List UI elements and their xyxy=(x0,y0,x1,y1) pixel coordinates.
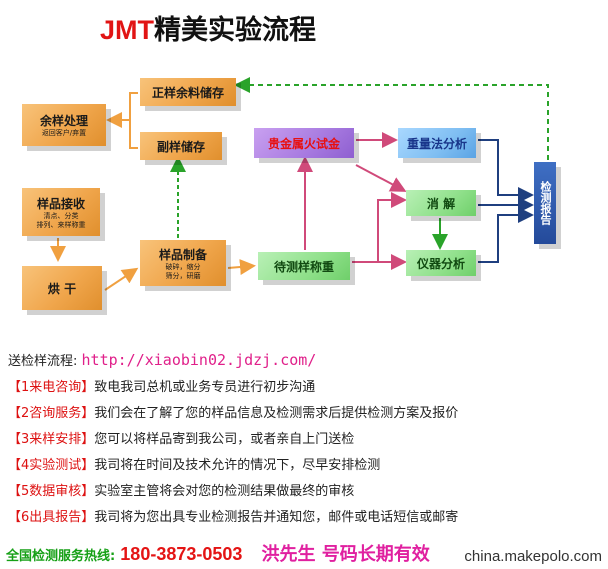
instrument-box: 仪器分析 xyxy=(406,250,476,276)
instrument-to-report-arrow xyxy=(478,207,534,263)
gravimetric-to-report-arrow xyxy=(478,139,534,203)
digest-box: 消 解 xyxy=(406,190,476,216)
leftover-label: 余样处理 xyxy=(39,114,88,128)
duplicate-label: 副样储存 xyxy=(156,139,205,154)
prep-box: 样品制备 破碎，缩分 筛分，研磨 xyxy=(140,240,226,286)
retained-box: 正样余料储存 xyxy=(140,78,236,106)
step-row: 【6出具报告】我司将为您出具专业检测报告并通知您，邮件或电话短信或邮寄 xyxy=(8,506,458,525)
leftover-sub: 返回客户/弃置 xyxy=(41,129,87,137)
step-text: 致电我司总机或业务专员进行初步沟通 xyxy=(94,380,316,395)
step-text: 您可以将样品寄到我公司，或者亲自上门送检 xyxy=(94,432,355,447)
fire-assay-box: 贵金属火试金 xyxy=(254,128,354,158)
title-brand: JMT xyxy=(100,15,154,45)
weigh-box: 待测样称重 xyxy=(258,252,350,280)
duplicate-box: 副样储存 xyxy=(140,132,222,160)
hotline-contact: 洪先生 号码长期有效 xyxy=(261,544,430,565)
leftover-box: 余样处理 返回客户/弃置 xyxy=(22,104,106,146)
step-text: 我们会在了解了您的样品信息及检测需求后提供检测方案及报价 xyxy=(94,406,459,421)
weigh-to-digest-arrow xyxy=(352,192,407,263)
prep-sub2: 筛分，研磨 xyxy=(165,271,201,280)
dry-label: 烘 干 xyxy=(47,281,77,296)
title-text: 精美实验流程 xyxy=(154,15,316,46)
page-title: JMT精美实验流程 xyxy=(100,8,316,47)
step-tag: 【5数据审核】 xyxy=(8,484,95,499)
receive-box: 样品接收 清点、分类 排列、来样称重 xyxy=(22,188,100,236)
step-row: 【3来样安排】您可以将样品寄到我公司，或者亲自上门送检 xyxy=(8,428,354,447)
retained-label: 正样余料储存 xyxy=(151,85,224,100)
fire-assay-label: 贵金属火试金 xyxy=(267,136,340,151)
step-row: 【5数据审核】实验室主管将会对您的检测结果做最终的审核 xyxy=(8,480,354,499)
url-row: 送检样流程: http://xiaobin02.jdzj.com/ xyxy=(8,350,316,369)
step-row: 【4实验测试】我司将在时间及技术允许的情况下，尽早安排检测 xyxy=(8,454,380,473)
step-tag: 【1来电咨询】 xyxy=(8,380,95,395)
flow-arrows xyxy=(50,77,549,291)
step-row: 【2咨询服务】我们会在了解了您的样品信息及检测需求后提供检测方案及报价 xyxy=(8,402,458,421)
receive-sub1: 清点、分类 xyxy=(43,211,79,220)
report-box: 检测报告 xyxy=(534,162,556,244)
hotline-label: 全国检测服务热线: xyxy=(6,549,116,564)
dry-to-prep-arrow xyxy=(104,267,139,291)
dry-box: 烘 干 xyxy=(22,266,102,310)
hotline: 全国检测服务热线: 180-3873-0503 洪先生 号码长期有效 xyxy=(6,540,430,566)
step-tag: 【4实验测试】 xyxy=(8,458,95,473)
prep-label: 样品制备 xyxy=(158,247,207,262)
step-tag: 【6出具报告】 xyxy=(8,510,95,525)
step-tag: 【3来样安排】 xyxy=(8,432,95,447)
step-row: 【1来电咨询】致电我司总机或业务专员进行初步沟通 xyxy=(8,376,315,395)
step-tag: 【2咨询服务】 xyxy=(8,406,95,421)
company-url-link[interactable]: http://xiaobin02.jdzj.com/ xyxy=(81,351,317,369)
weigh-label: 待测样称重 xyxy=(273,259,334,274)
receive-sub2: 排列、来样称重 xyxy=(36,220,86,229)
gravimetric-box: 重量法分析 xyxy=(398,128,476,158)
return-dashed-arrow xyxy=(234,77,549,160)
step-text: 实验室主管将会对您的检测结果做最终的审核 xyxy=(94,484,355,499)
step-text: 我司将在时间及技术允许的情况下，尽早安排检测 xyxy=(94,458,381,473)
steps-header: 送检样流程: xyxy=(8,354,78,369)
hotline-number[interactable]: 180-3873-0503 xyxy=(120,544,243,564)
fire-to-digest-arrow xyxy=(355,164,407,192)
step-text: 我司将为您出具专业检测报告并通知您，邮件或电话短信或邮寄 xyxy=(94,510,459,525)
prep-sub1: 破碎，缩分 xyxy=(165,262,201,271)
watermark: china.makepolo.com xyxy=(464,548,602,565)
receive-label: 样品接收 xyxy=(36,196,85,211)
prep-to-weigh-arrow xyxy=(227,259,256,275)
gravimetric-label: 重量法分析 xyxy=(406,136,467,151)
instrument-label: 仪器分析 xyxy=(416,256,465,271)
to-leftover-arrow xyxy=(110,92,138,149)
report-label: 检测报告 xyxy=(539,181,552,225)
digest-label: 消 解 xyxy=(426,196,456,211)
